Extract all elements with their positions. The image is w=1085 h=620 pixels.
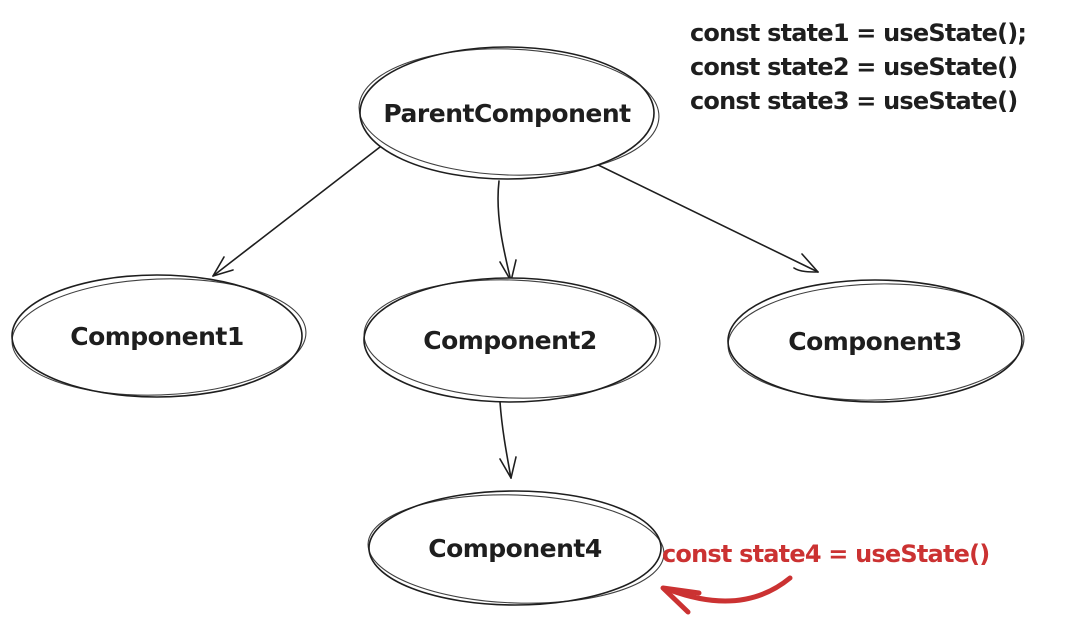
node-component2: Component2 — [363, 277, 661, 403]
ellipse-sketch-overstroke — [358, 48, 660, 176]
ellipse-sketch-overstroke — [11, 278, 307, 396]
arrow-parent-to-component1 — [212, 146, 381, 277]
annotation-group: const state4 = useState() — [660, 540, 990, 615]
red-arrow-to-component4 — [660, 575, 793, 615]
node-label-component3: Component3 — [788, 327, 962, 356]
arrow-parent-to-component2 — [497, 180, 517, 282]
ellipse-shape — [368, 490, 662, 606]
code-line-2: const state2 = useState() — [690, 53, 1017, 81]
ellipse-sketch-overstroke — [367, 494, 665, 604]
arrowhead-icon — [499, 456, 517, 479]
arrow-shaft — [589, 160, 819, 273]
node-component3: Component3 — [727, 279, 1025, 403]
arrow-shaft — [667, 575, 793, 604]
arrow-shaft — [499, 401, 512, 479]
code-line-3: const state3 = useState() — [690, 87, 1017, 115]
node-component4: Component4 — [367, 490, 665, 606]
ellipse-shape — [11, 274, 303, 398]
arrowhead-icon — [660, 585, 702, 615]
node-label-parent: ParentComponent — [383, 99, 631, 128]
annotation-text: const state4 = useState() — [662, 540, 989, 568]
node-parent-component: ParentComponent — [358, 46, 660, 180]
ellipse-shape — [363, 277, 657, 403]
node-label-component4: Component4 — [428, 534, 602, 563]
arrow-shaft — [212, 146, 381, 277]
code-block: const state1 = useState(); const state2 … — [690, 19, 1027, 115]
arrowhead-icon — [793, 253, 819, 273]
node-label-component2: Component2 — [423, 326, 597, 355]
arrow-shaft — [497, 180, 512, 282]
node-component1: Component1 — [11, 274, 307, 398]
ellipse-sketch-overstroke — [727, 283, 1025, 401]
arrow-parent-to-component3 — [589, 160, 819, 273]
node-label-component1: Component1 — [70, 322, 244, 351]
code-line-1: const state1 = useState(); — [690, 19, 1026, 47]
arrow-component2-to-component4 — [499, 401, 517, 479]
arrowhead-icon — [212, 256, 234, 277]
ellipse-sketch-overstroke — [363, 279, 661, 399]
